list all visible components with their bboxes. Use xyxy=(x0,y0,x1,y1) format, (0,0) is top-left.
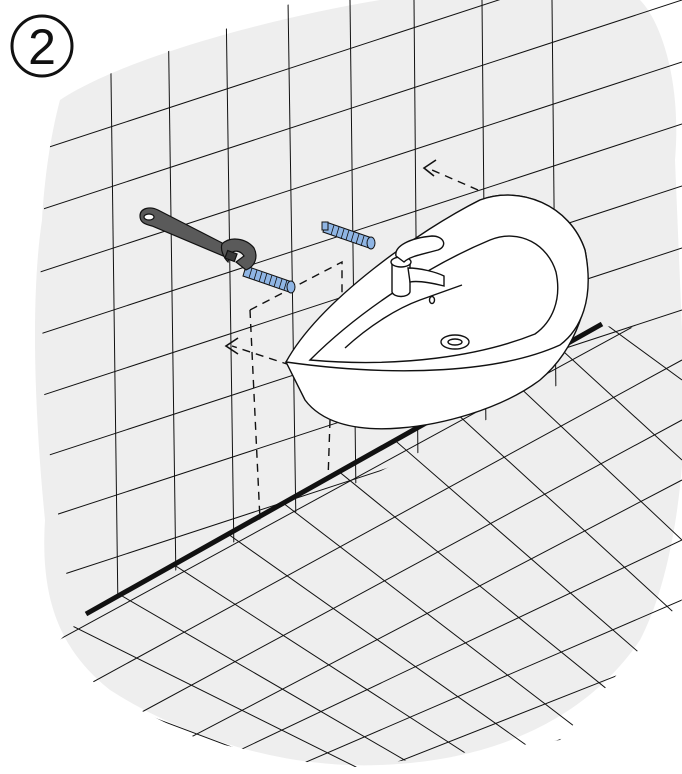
adjustable-wrench-icon xyxy=(139,207,257,271)
dashed-guides xyxy=(231,169,479,521)
bolt-right xyxy=(321,221,376,250)
step-badge: 2 xyxy=(10,14,74,78)
mixer-tap-icon xyxy=(390,235,445,298)
arrow-heads xyxy=(224,159,437,355)
bolt-left xyxy=(242,265,296,294)
step-number: 2 xyxy=(28,19,56,75)
hanger-bolt-icon xyxy=(242,221,376,294)
